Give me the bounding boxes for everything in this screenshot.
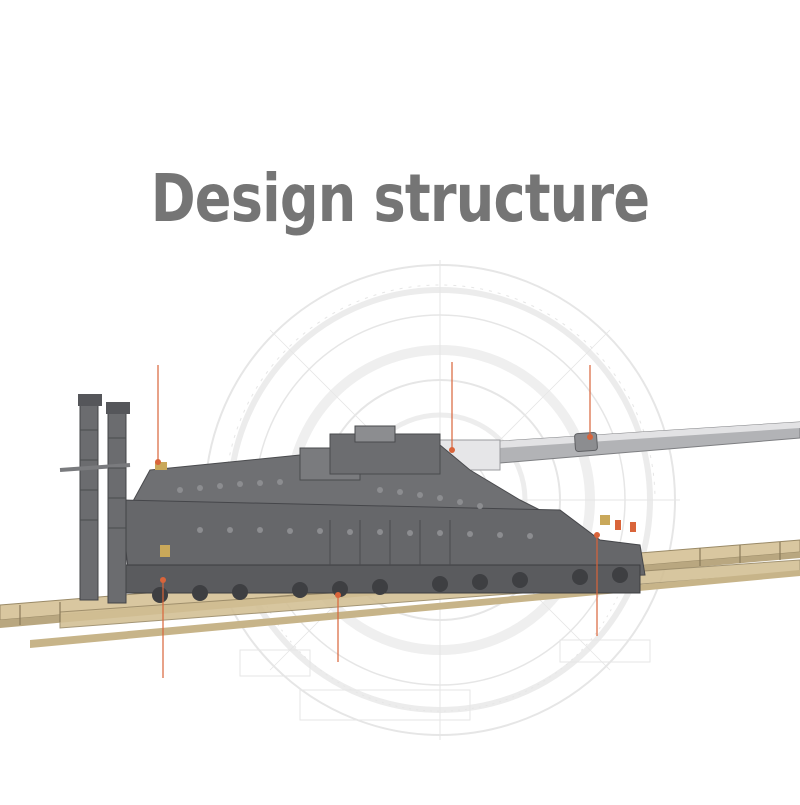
callout-lines [157, 362, 598, 678]
page-title: Design structure [150, 160, 650, 237]
callout-dots [155, 434, 600, 598]
rear-crane-towers [59, 394, 131, 604]
gun-carriage [119, 425, 646, 603]
